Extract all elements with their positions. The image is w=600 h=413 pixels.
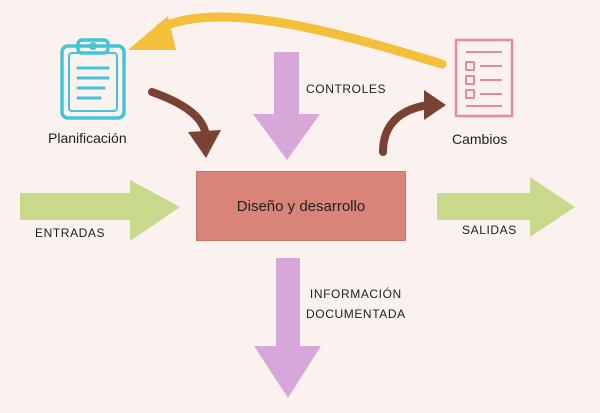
checklist-document-icon xyxy=(454,38,514,118)
documented-info-label: INFORMACIÓN DOCUMENTADA xyxy=(306,284,406,324)
controls-arrow xyxy=(253,52,320,160)
inputs-label: ENTRADAS xyxy=(35,226,106,240)
documented-info-line-2: DOCUMENTADA xyxy=(306,307,406,321)
documented-info-line-1: INFORMACIÓN xyxy=(309,287,402,301)
controls-label: CONTROLES xyxy=(306,82,387,96)
feedback-arrow xyxy=(128,12,447,69)
documented-info-arrow xyxy=(254,258,321,398)
clipboard-icon xyxy=(60,38,126,120)
outputs-arrow xyxy=(437,177,575,237)
process-box: Diseño y desarrollo xyxy=(196,171,406,241)
process-to-changes-arrow xyxy=(379,90,446,156)
changes-label: Cambios xyxy=(452,131,508,147)
process-title: Diseño y desarrollo xyxy=(236,197,366,215)
outputs-label: SALIDAS xyxy=(462,223,517,237)
planning-to-process-arrow xyxy=(148,88,221,158)
inputs-arrow xyxy=(20,180,180,241)
planning-label: Planificación xyxy=(48,130,127,146)
